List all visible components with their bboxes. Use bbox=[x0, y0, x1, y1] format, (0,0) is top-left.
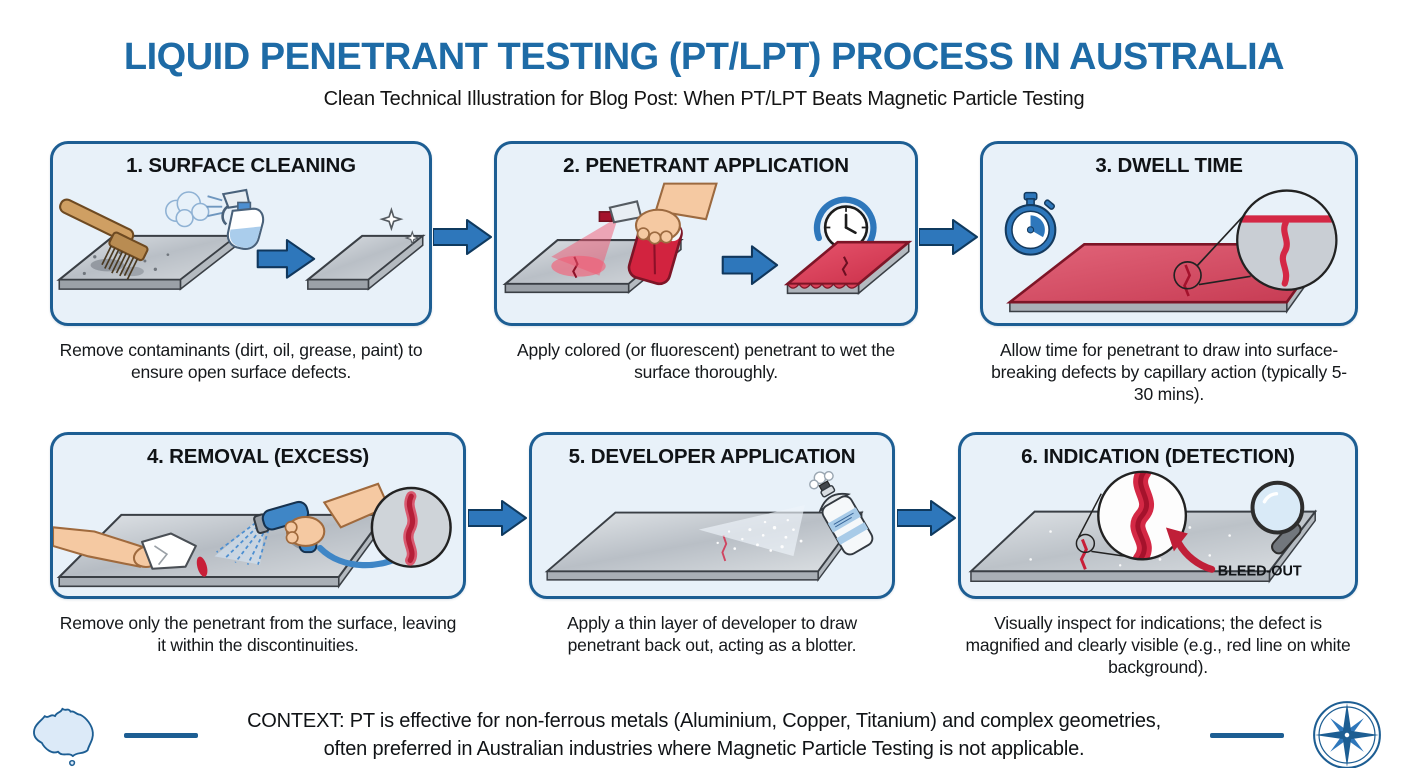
step-1-illustration bbox=[53, 178, 429, 323]
step-2-caption: Apply colored (or fluorescent) penetrant… bbox=[517, 340, 895, 383]
indication-graphic: BLEED-OUT bbox=[968, 470, 1318, 584]
step-2-cell: 2. PENETRANT APPLICATION bbox=[494, 141, 918, 383]
step-2-title: 2. PENETRANT APPLICATION bbox=[563, 154, 849, 177]
penetrant-application-graphic bbox=[502, 182, 913, 296]
step-5-panel: 5. DEVELOPER APPLICATION bbox=[529, 431, 895, 599]
water-spray-gun-icon bbox=[253, 482, 409, 568]
hand bbox=[634, 182, 718, 245]
arrow-icon bbox=[721, 245, 779, 285]
step-4-caption: Remove only the penetrant from the surfa… bbox=[59, 612, 457, 655]
compass-rose-icon bbox=[1313, 701, 1381, 768]
magnifying-glass-icon bbox=[1250, 480, 1305, 555]
step-5-illustration bbox=[532, 469, 892, 596]
step-4-illustration bbox=[53, 469, 463, 596]
developer-aerosol-can-icon bbox=[809, 470, 874, 556]
plate bbox=[544, 510, 864, 582]
process-row-2: 4. REMOVAL (EXCESS) bbox=[0, 431, 1408, 679]
flow-arrow-1-2 bbox=[433, 219, 492, 255]
flow-arrow-2-3 bbox=[919, 219, 978, 255]
step-3-title: 3. DWELL TIME bbox=[1095, 154, 1243, 177]
flow-arrow-4-5 bbox=[467, 499, 527, 536]
step-2-panel: 2. PENETRANT APPLICATION bbox=[494, 141, 918, 326]
step-5-title: 5. DEVELOPER APPLICATION bbox=[568, 444, 856, 468]
spray-cone bbox=[551, 217, 619, 276]
step-1-caption: Remove contaminants (dirt, oil, grease, … bbox=[59, 340, 423, 383]
process-row-1: 1. SURFACE CLEANING bbox=[0, 141, 1408, 406]
step-3-caption: Allow time for penetrant to draw into su… bbox=[991, 340, 1347, 405]
step-1-cell: 1. SURFACE CLEANING bbox=[50, 141, 432, 383]
australia-map-icon bbox=[33, 708, 94, 767]
page-subtitle: Clean Technical Illustration for Blog Po… bbox=[323, 88, 1085, 110]
divider-line-left bbox=[124, 733, 198, 738]
step-5-caption: Apply a thin layer of developer to draw … bbox=[567, 612, 857, 655]
step-6-cell: 6. INDICATION (DETECTION) bbox=[958, 431, 1358, 679]
step-6-illustration: BLEED-OUT bbox=[961, 469, 1355, 596]
wire-brush-icon bbox=[59, 198, 149, 280]
stopwatch-icon bbox=[1004, 191, 1057, 256]
cleaner-spray-bottle-icon bbox=[221, 188, 265, 250]
arrow-icon bbox=[256, 239, 316, 279]
flow-arrow-5-6 bbox=[896, 499, 956, 536]
page-title: LIQUID PENETRANT TESTING (PT/LPT) PROCES… bbox=[123, 36, 1285, 78]
dirty-plate bbox=[56, 234, 240, 291]
penetrant-smear bbox=[196, 556, 208, 577]
step-1-title: 1. SURFACE CLEANING bbox=[126, 154, 356, 177]
step-4-cell: 4. REMOVAL (EXCESS) bbox=[50, 431, 466, 656]
bleed-out-label: BLEED-OUT bbox=[1218, 563, 1302, 579]
sparkles-icon bbox=[379, 207, 421, 246]
surface-cleaning-graphic bbox=[56, 188, 426, 291]
penetrant-coated-plate bbox=[783, 240, 913, 296]
step-4-panel: 4. REMOVAL (EXCESS) bbox=[50, 431, 466, 599]
step-3-cell: 3. DWELL TIME bbox=[980, 141, 1358, 406]
header: LIQUID PENETRANT TESTING (PT/LPT) PROCES… bbox=[0, 0, 1408, 111]
divider-line-right bbox=[1210, 733, 1284, 738]
step-5-cell: 5. DEVELOPER APPLICATION bbox=[529, 431, 895, 656]
clean-plate bbox=[304, 234, 426, 291]
cloth bbox=[141, 532, 197, 570]
penetrant-spray-bottle-icon bbox=[598, 182, 718, 286]
step-1-panel: 1. SURFACE CLEANING bbox=[50, 141, 432, 326]
bleed-out-zoom-inset bbox=[1075, 470, 1188, 561]
step-3-panel: 3. DWELL TIME bbox=[980, 141, 1358, 326]
step-6-caption: Visually inspect for indications; the de… bbox=[965, 612, 1351, 678]
step-6-title: 6. INDICATION (DETECTION) bbox=[1021, 444, 1295, 468]
context-footer: CONTEXT: PT is effective for non-ferrous… bbox=[0, 692, 1408, 768]
spray-cloud-icon bbox=[165, 191, 223, 228]
step-4-title: 4. REMOVAL (EXCESS) bbox=[146, 444, 370, 468]
bleed-out-arrow-icon bbox=[1165, 527, 1216, 573]
developer-mist bbox=[698, 504, 805, 556]
removal-graphic bbox=[53, 482, 452, 589]
step-3-illustration bbox=[983, 178, 1355, 323]
crack-zoom-inset bbox=[370, 486, 452, 568]
dwell-time-graphic bbox=[1004, 189, 1338, 314]
context-text: CONTEXT: PT is effective for non-ferrous… bbox=[247, 710, 1161, 761]
step-6-panel: 6. INDICATION (DETECTION) bbox=[958, 431, 1358, 599]
developer-application-graphic bbox=[544, 470, 874, 582]
step-2-illustration bbox=[497, 178, 915, 323]
